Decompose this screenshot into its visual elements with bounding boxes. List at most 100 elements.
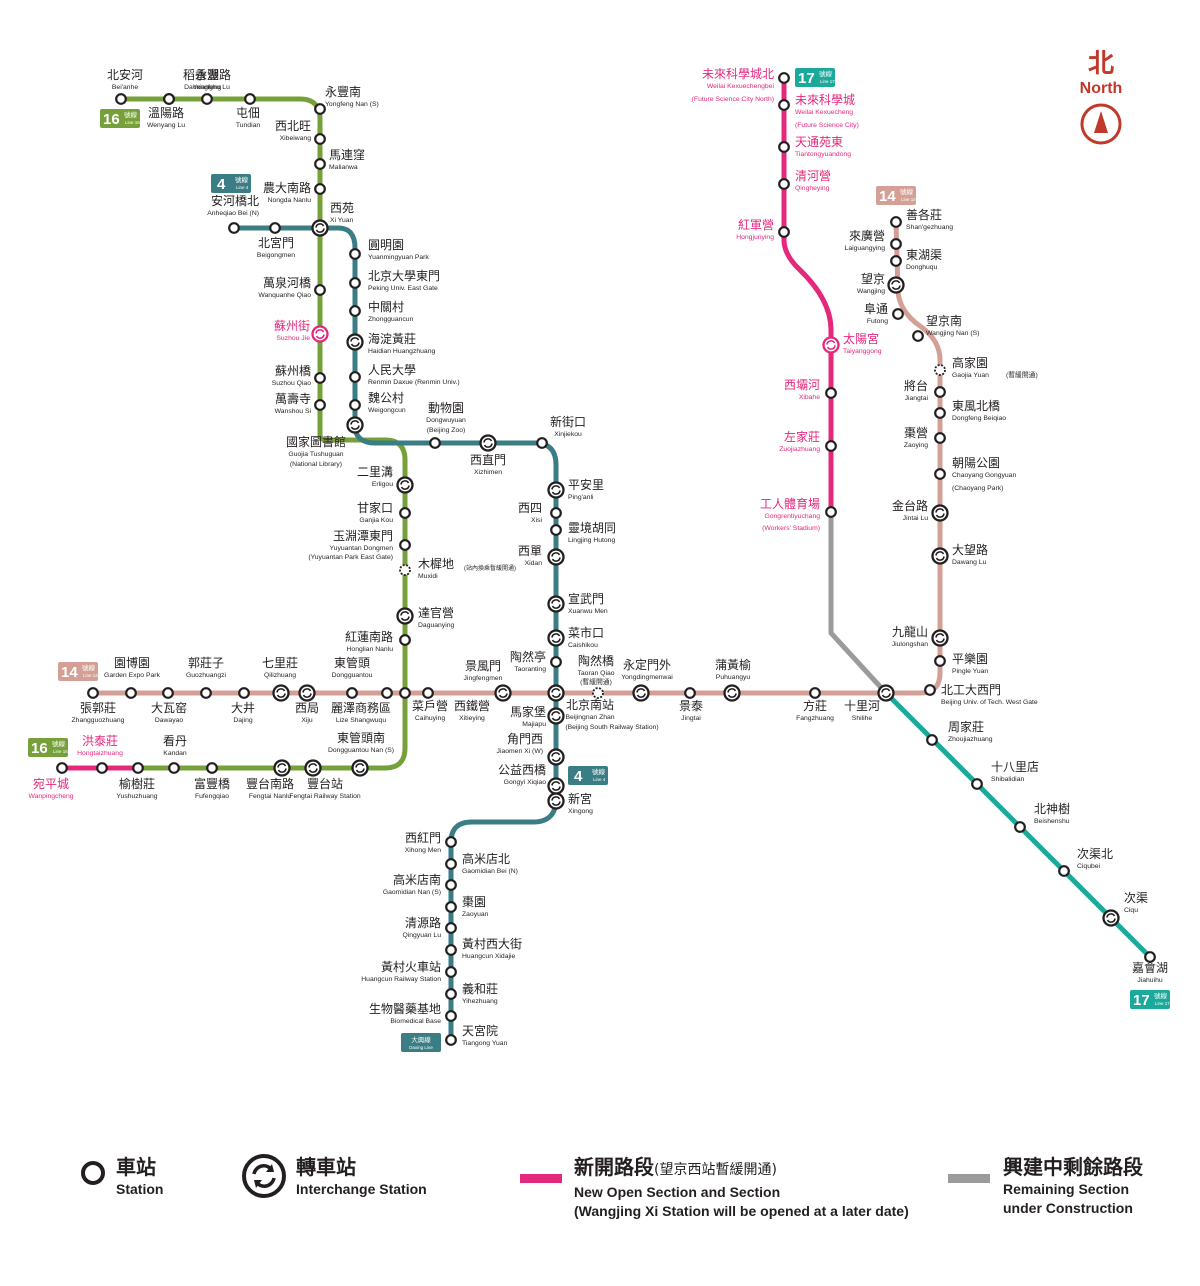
station-name-zh[interactable]: 西直門 <box>470 453 506 467</box>
station-name-zh[interactable]: 東湖渠 <box>906 247 942 262</box>
station-name-zh[interactable]: 棗園 <box>462 894 486 909</box>
station-name-zh[interactable]: 望京 <box>861 272 885 286</box>
station-name-zh[interactable]: 黃村西大街 <box>462 937 522 951</box>
station-name-zh[interactable]: 永定門外 <box>623 657 671 672</box>
station-name-zh[interactable]: 豐台站 <box>307 776 343 791</box>
station-name-zh[interactable]: 善各莊 <box>906 207 942 222</box>
station-name-zh[interactable]: 十八里店 <box>991 760 1039 774</box>
station-name-zh[interactable]: 東管頭南 <box>337 730 385 745</box>
station-name-zh[interactable]: 北宮門 <box>258 235 294 250</box>
station-name-zh[interactable]: 陶然橋 <box>578 653 614 668</box>
station-name-zh[interactable]: 景泰 <box>679 699 703 713</box>
station-name-zh[interactable]: 未來科學城北 <box>702 67 774 81</box>
station-name-zh[interactable]: 北工大西門 <box>941 683 1001 697</box>
station-name-zh[interactable]: 生物醫藥基地 <box>369 1002 441 1016</box>
station-name-zh[interactable]: 十里河 <box>844 699 880 713</box>
station-name-zh[interactable]: 朝陽公園 <box>952 456 1000 470</box>
station-name-zh[interactable]: 蘇州橋 <box>275 364 311 378</box>
station-name-zh[interactable]: 郭莊子 <box>188 656 224 670</box>
station-name-zh[interactable]: 阜通 <box>864 302 888 316</box>
station-name-zh[interactable]: 北京大學東門 <box>368 269 440 283</box>
station-name-zh[interactable]: 張郭莊 <box>80 701 116 715</box>
station-name-zh[interactable]: 義和莊 <box>462 981 498 996</box>
station-name-zh[interactable]: 高家園 <box>952 355 988 370</box>
station-name-zh[interactable]: 人民大學 <box>368 363 416 377</box>
station-name-zh[interactable]: 馬連窪 <box>329 147 365 162</box>
station-name-zh[interactable]: 萬壽寺 <box>275 391 311 406</box>
station-name-zh[interactable]: 靈境胡同 <box>568 520 616 535</box>
station-name-zh[interactable]: 棗營 <box>904 425 928 440</box>
station-name-zh[interactable]: 平樂園 <box>952 651 988 666</box>
station-name-zh[interactable]: 園博園 <box>114 655 150 670</box>
station-name-zh[interactable]: 西四 <box>518 501 542 515</box>
station-name-zh[interactable]: 魏公村 <box>368 390 404 405</box>
station-name-zh[interactable]: 金台路 <box>892 498 928 513</box>
station-name-zh[interactable]: 大井 <box>231 701 255 715</box>
station-name-zh[interactable]: 西紅門 <box>405 831 441 845</box>
station-name-zh[interactable]: 大望路 <box>952 542 988 557</box>
station-name-zh[interactable]: 新宮 <box>568 791 592 806</box>
station-name-zh[interactable]: 蒲黃榆 <box>715 657 751 672</box>
station-name-zh[interactable]: 清源路 <box>405 915 441 930</box>
station-name-zh[interactable]: 豐台南路 <box>246 776 294 791</box>
station-name-zh[interactable]: 高米店北 <box>462 851 510 866</box>
station-name-zh[interactable]: 宣武門 <box>568 591 604 606</box>
station-name-zh[interactable]: 來廣營 <box>849 229 885 243</box>
station-name-zh[interactable]: 農大南路 <box>263 180 311 195</box>
station-name-zh[interactable]: 西局 <box>295 701 319 715</box>
station-name-zh[interactable]: 高米店南 <box>393 872 441 887</box>
station-name-zh[interactable]: 七里莊 <box>262 656 298 670</box>
station-name-zh[interactable]: 國家圖書館 <box>286 434 346 449</box>
station-name-zh[interactable]: 將台 <box>904 378 928 393</box>
station-name-zh[interactable]: 左家莊 <box>784 429 820 444</box>
station-name-zh[interactable]: 海淀黃莊 <box>368 331 416 346</box>
station-name-zh[interactable]: 麗澤商務區 <box>331 700 391 715</box>
station-name-zh[interactable]: 東風北橋 <box>952 399 1000 413</box>
station-name-zh[interactable]: 東管頭 <box>334 655 370 670</box>
station-name-zh[interactable]: 北京南站 <box>566 697 614 712</box>
station-name-zh[interactable]: 次渠 <box>1124 891 1148 905</box>
station-name-zh[interactable]: 天通苑東 <box>795 135 843 149</box>
station-name-zh[interactable]: 萬泉河橋 <box>263 276 311 290</box>
station-name-zh[interactable]: 天宮院 <box>462 1023 498 1038</box>
station-name-zh[interactable]: 富豐橋 <box>194 776 230 791</box>
station-name-zh[interactable]: 次渠北 <box>1077 847 1113 861</box>
station-name-zh[interactable]: 甘家口 <box>357 500 393 515</box>
station-name-zh[interactable]: 太陽宮 <box>843 331 879 346</box>
station-name-zh[interactable]: 未來科學城 <box>795 93 855 107</box>
station-name-zh[interactable]: 圓明園 <box>368 238 404 252</box>
station-name-zh[interactable]: 稻香湖路 <box>183 67 231 82</box>
station-name-zh[interactable]: 永豐 <box>195 68 219 82</box>
station-name-zh[interactable]: 溫陽路 <box>148 105 184 120</box>
station-name-zh[interactable]: 工人體育場 <box>760 496 820 511</box>
station-name-zh[interactable]: 方莊 <box>803 698 827 713</box>
station-name-zh[interactable]: 安河橋北 <box>211 193 259 208</box>
station-name-zh[interactable]: 北神樹 <box>1034 802 1070 816</box>
station-name-zh[interactable]: 西鐵營 <box>454 698 490 713</box>
station-name-zh[interactable]: 木樨地 <box>418 557 454 571</box>
station-name-zh[interactable]: 達官營 <box>418 605 454 620</box>
station-name-zh[interactable]: 屯佃 <box>236 106 260 120</box>
station-name-zh[interactable]: 永豐南 <box>325 84 361 99</box>
station-name-zh[interactable]: 蘇州街 <box>274 319 310 333</box>
station-name-zh[interactable]: 西北旺 <box>275 119 311 133</box>
station-name-zh[interactable]: 菜市口 <box>568 625 604 640</box>
station-name-zh[interactable]: 北安河 <box>107 67 143 82</box>
station-name-zh[interactable]: 宛平城 <box>33 776 69 791</box>
station-name-zh[interactable]: 二里溝 <box>357 465 393 479</box>
station-name-zh[interactable]: 公益西橋 <box>498 763 546 777</box>
station-name-zh[interactable]: 紅軍營 <box>738 218 774 232</box>
station-name-zh[interactable]: 洪泰莊 <box>82 734 118 748</box>
station-name-zh[interactable]: 看丹 <box>163 734 187 748</box>
station-name-zh[interactable]: 中關村 <box>368 299 404 314</box>
station-name-zh[interactable]: 角門西 <box>507 732 543 746</box>
station-name-zh[interactable]: 西單 <box>518 544 542 558</box>
station-name-zh[interactable]: 玉淵潭東門 <box>333 529 393 543</box>
station-name-zh[interactable]: 西壩河 <box>784 378 820 392</box>
station-name-zh[interactable]: 景風門 <box>465 659 501 673</box>
station-name-zh[interactable]: 新街口 <box>550 414 586 429</box>
station-name-zh[interactable]: 九龍山 <box>892 624 928 639</box>
station-name-zh[interactable]: 周家莊 <box>948 719 984 734</box>
station-name-zh[interactable]: 榆樹莊 <box>119 776 155 791</box>
station-name-zh[interactable]: 黃村火車站 <box>381 960 441 974</box>
